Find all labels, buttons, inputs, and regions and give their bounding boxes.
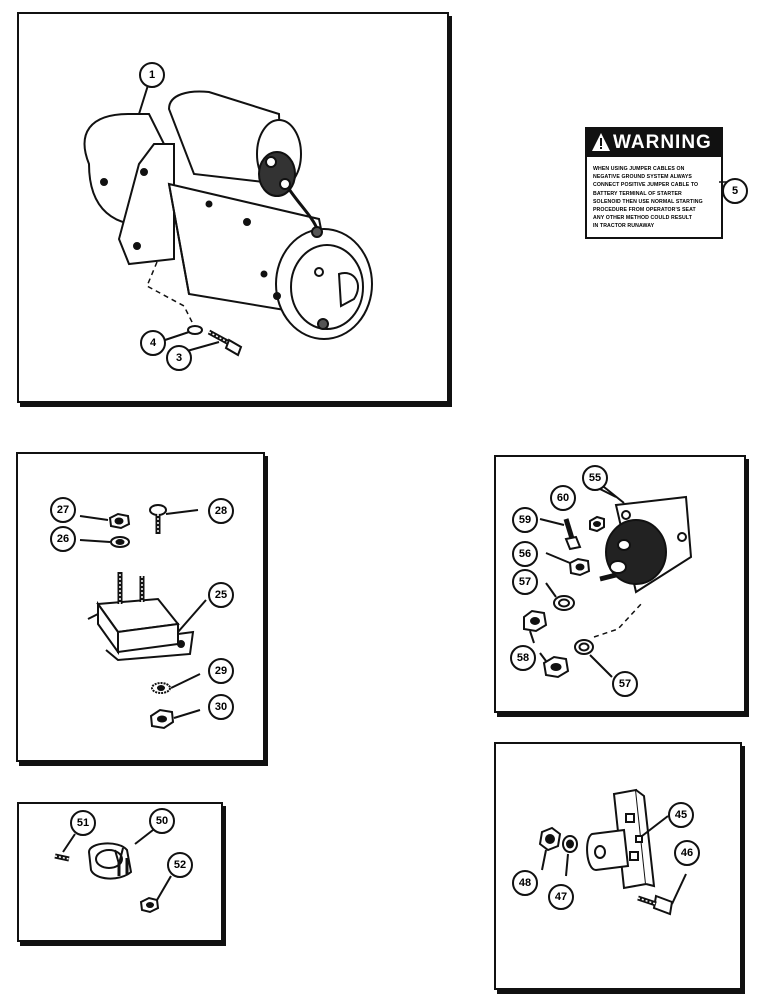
callout-59: 59 — [512, 507, 538, 533]
starter-motor-panel: 1 4 3 — [17, 12, 449, 403]
warning-line: ANY OTHER METHOD COULD RESULT — [593, 215, 692, 222]
callout-50: 50 — [149, 808, 175, 834]
callout-47: 47 — [548, 884, 574, 910]
callout-4: 4 — [140, 330, 166, 356]
warning-decal: WARNING WHEN USING JUMPER CABLES ON NEGA… — [585, 127, 723, 239]
callout-55: 55 — [582, 465, 608, 491]
warning-text: WHEN USING JUMPER CABLES ON NEGATIVE GRO… — [593, 165, 715, 231]
warning-title: WARNING — [613, 132, 712, 153]
callout-52: 52 — [167, 852, 193, 878]
callout-46: 46 — [674, 840, 700, 866]
warning-line: IN TRACTOR RUNAWAY — [593, 223, 655, 230]
callout-26: 26 — [50, 526, 76, 552]
switch-panel: 51 50 52 — [17, 802, 223, 942]
warning-line: WHEN USING JUMPER CABLES ON — [593, 166, 685, 172]
callout-30: 30 — [208, 694, 234, 720]
warning-line: PROCEDURE FROM OPERATOR'S SEAT — [593, 207, 696, 214]
callout-28: 28 — [208, 498, 234, 524]
warning-line: BATTERY TERMINAL OF STARTER — [593, 190, 682, 197]
resistor-panel: 45 46 48 47 — [494, 742, 742, 990]
callout-3: 3 — [166, 345, 192, 371]
callout-56: 56 — [512, 541, 538, 567]
switch-drawing — [54, 829, 172, 914]
callout-57b: 57 — [612, 671, 638, 697]
callout-1: 1 — [139, 62, 165, 88]
callout-29: 29 — [208, 658, 234, 684]
callout-45: 45 — [668, 802, 694, 828]
warning-line: SOLENOID THEN USE NORMAL STARTING — [593, 198, 703, 205]
starter-motor-drawing — [83, 81, 373, 357]
warning-line: CONNECT POSITIVE JUMPER CABLE TO — [593, 182, 699, 189]
solenoid-drawing — [523, 486, 693, 679]
warning-triangle-icon — [592, 133, 610, 151]
callout-60: 60 — [550, 485, 576, 511]
warning-header: WARNING — [587, 129, 721, 157]
callout-58: 58 — [510, 645, 536, 671]
callout-25: 25 — [208, 582, 234, 608]
callout-51: 51 — [70, 810, 96, 836]
circuit-breaker-drawing — [79, 504, 207, 730]
callout-27: 27 — [50, 497, 76, 523]
circuit-breaker-panel: 27 26 28 25 29 30 — [16, 452, 265, 762]
callout-5: 5 — [722, 178, 748, 204]
solenoid-panel: 60 55 59 56 57 58 57 — [494, 455, 746, 713]
warning-line: NEGATIVE GROUND SYSTEM ALWAYS — [593, 174, 692, 181]
callout-48: 48 — [512, 870, 538, 896]
callout-57a: 57 — [512, 569, 538, 595]
resistor-drawing — [538, 788, 687, 916]
